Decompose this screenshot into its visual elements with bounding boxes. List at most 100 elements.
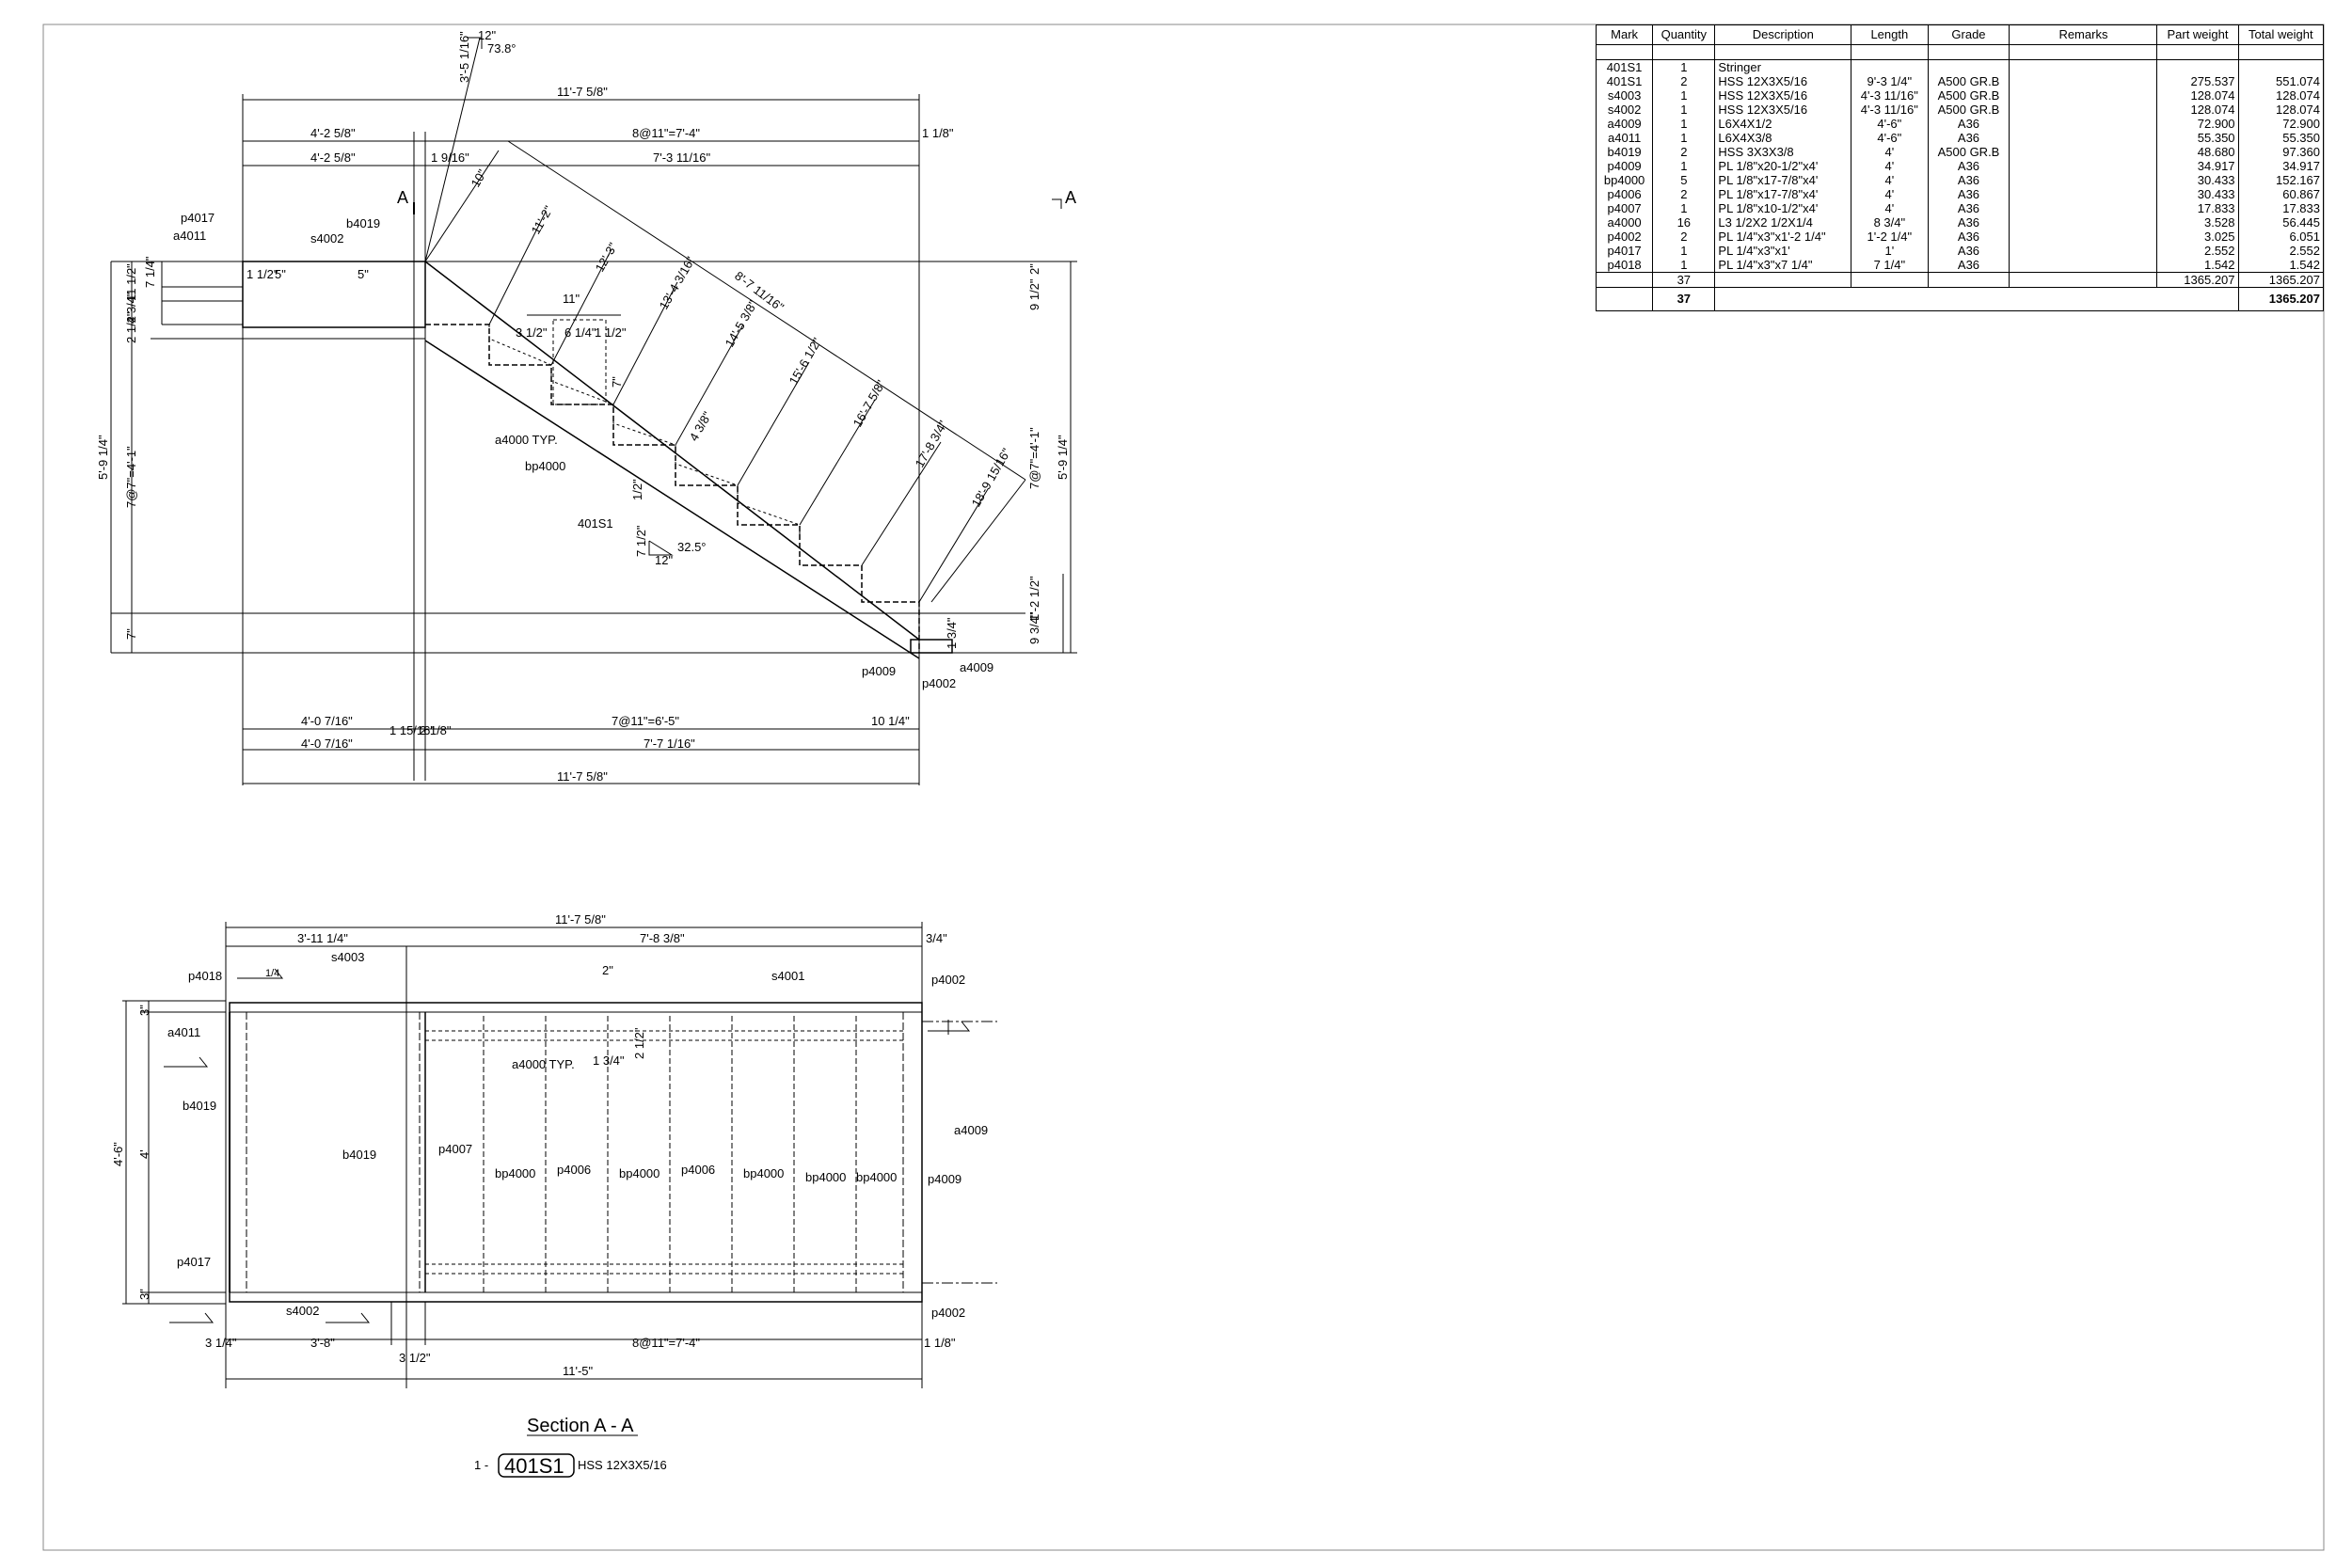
bom-subtotal-total: 1365.207 (2237, 272, 2325, 288)
bom-header-length: Length (1851, 24, 1929, 45)
right-dim-5: 1'-2 1/2" (1027, 576, 1041, 621)
right-dim-3: 7@7"=4'-1" (1027, 427, 1041, 489)
bom-cell-mark: b4019 (1595, 145, 1654, 159)
label-a4009: a4009 (960, 660, 993, 674)
bom-cell-mark: s4003 (1595, 88, 1654, 103)
plan-label-bp4000-3: bp4000 (743, 1166, 784, 1180)
bom-cell-remarks (2009, 145, 2158, 159)
bom-cell-remarks (2009, 117, 2158, 131)
dim-landing2: 4'-2 5/8" (310, 150, 356, 165)
bom-cell-description: PL 1/4"x3"x1' (1714, 244, 1852, 258)
bom-cell-grade: A36 (1927, 230, 2010, 244)
bom-cell-grade: A36 (1927, 215, 2010, 230)
bom-cell-part-weight: 2.552 (2156, 244, 2239, 258)
bom-cell-description: HSS 12X3X5/16 (1714, 88, 1852, 103)
bom-cell-part-weight: 1.542 (2156, 258, 2239, 273)
bom-cell-part-weight: 30.433 (2156, 187, 2239, 201)
bom-cell-description: PL 1/4"x3"x7 1/4" (1714, 258, 1852, 273)
bom-cell-grade: A36 (1927, 173, 2010, 187)
bottom-dim-6: 4'-0 7/16" (301, 736, 353, 751)
bom-cell-mark: p4007 (1595, 201, 1654, 215)
diag-dim-4: 13'-4 3/16" (657, 254, 698, 312)
bom-cell-length: 7 1/4" (1851, 258, 1929, 273)
bom-grand-total: 1365.207 (2237, 287, 2325, 311)
dim-end: 1 1/8" (922, 126, 954, 140)
slope-angle2: 32.5° (677, 540, 707, 554)
sheet-border (42, 24, 2325, 1551)
bottom-dim-1: 4'-0 7/16" (301, 714, 353, 728)
bom-cell-total-weight: 56.445 (2237, 215, 2325, 230)
plan-left-dim-4: 3" (137, 1289, 151, 1300)
plan-weld: 1/4 (265, 968, 279, 979)
label-a4011: a4011 (173, 229, 206, 243)
label-a4000: a4000 TYP. (495, 433, 558, 447)
plan-label-bp4000-2: bp4000 (619, 1166, 660, 1180)
bom-cell-length: 4' (1851, 201, 1929, 215)
bom-cell-length: 4' (1851, 145, 1929, 159)
bom-cell-remarks (2009, 258, 2158, 273)
bom-cell-description: HSS 12X3X5/16 (1714, 74, 1852, 88)
plan-label-p4002-top: p4002 (931, 973, 965, 987)
plan-view (122, 922, 997, 1388)
label-p4009: p4009 (862, 664, 896, 678)
tread-a: 3 1/2" (516, 325, 548, 340)
bom-cell-grade: A36 (1927, 258, 2010, 273)
dim-gap: 1 9/16" (431, 150, 469, 165)
bom-cell-mark: p4002 (1595, 230, 1654, 244)
bill-of-materials: Mark Quantity Description Length Grade R… (1595, 24, 2325, 311)
part-desc: HSS 12X3X5/16 (578, 1458, 667, 1472)
bom-cell-total-weight: 55.350 (2237, 131, 2325, 145)
bom-cell-grade: A500 GR.B (1927, 145, 2010, 159)
plan-label-bp4000-1: bp4000 (495, 1166, 535, 1180)
diag-dim-3: 12'-3" (593, 240, 621, 275)
slope-rise-label: 3'-5 1/16" (457, 31, 471, 83)
bom-cell-description: L6X4X1/2 (1714, 117, 1852, 131)
section-mark-left: A (397, 188, 408, 207)
bom-cell-quantity: 1 (1652, 88, 1716, 103)
small-dim-2: 5" (275, 267, 286, 281)
dim-run: 8@11"=7'-4" (632, 126, 700, 140)
plan-left-dim-2: 4'-6" (111, 1142, 125, 1166)
label-b4019: b4019 (346, 216, 380, 230)
bom-cell-part-weight: 128.074 (2156, 88, 2239, 103)
bom-cell-quantity: 1 (1652, 131, 1716, 145)
plan-label-s4003: s4003 (331, 950, 364, 964)
plan-label-s4002: s4002 (286, 1304, 319, 1318)
plan-label-bp4000-4: bp4000 (805, 1170, 846, 1184)
plan-dim-end: 3/4" (926, 931, 947, 945)
slope-top-label: 12" (478, 28, 496, 42)
bom-cell-quantity: 16 (1652, 215, 1716, 230)
bom-cell-description: L3 1/2X2 1/2X1/4 (1714, 215, 1852, 230)
bom-cell-length: 4' (1851, 159, 1929, 173)
plan-label-a4000: a4000 TYP. (512, 1057, 575, 1071)
plan-dim-1: 1 3/4" (593, 1053, 625, 1068)
left-dim-3: 4 3/4" (124, 292, 138, 324)
bom-grand-row: 37 1365.207 (1595, 287, 2325, 311)
bom-cell-length: 4'-3 11/16" (1851, 88, 1929, 103)
bom-cell-mark: p4009 (1595, 159, 1654, 173)
plan-label-a4009: a4009 (954, 1123, 988, 1137)
plan-dim-right: 7'-8 3/8" (640, 931, 685, 945)
label-bp4000: bp4000 (525, 459, 565, 473)
bom-cell-total-weight: 17.833 (2237, 201, 2325, 215)
bom-subtotal-part: 1365.207 (2156, 272, 2239, 288)
plan-dim-2b: 2 1/2" (632, 1027, 646, 1059)
bom-cell-remarks (2009, 173, 2158, 187)
bom-cell-mark: 401S1 (1595, 74, 1654, 88)
bom-cell-part-weight (2156, 59, 2239, 74)
slope-angle-label: 73.8° (487, 41, 516, 55)
bom-header-quantity: Quantity (1652, 24, 1716, 45)
bom-spacer-row (1595, 44, 2325, 60)
bom-cell-remarks (2009, 187, 2158, 201)
bom-cell-description: HSS 3X3X3/8 (1714, 145, 1852, 159)
bottom-dim-2: 7@11"=6'-5" (612, 714, 679, 728)
small-dim-4: 1/2" (630, 479, 644, 500)
bom-cell-total-weight: 128.074 (2237, 103, 2325, 117)
